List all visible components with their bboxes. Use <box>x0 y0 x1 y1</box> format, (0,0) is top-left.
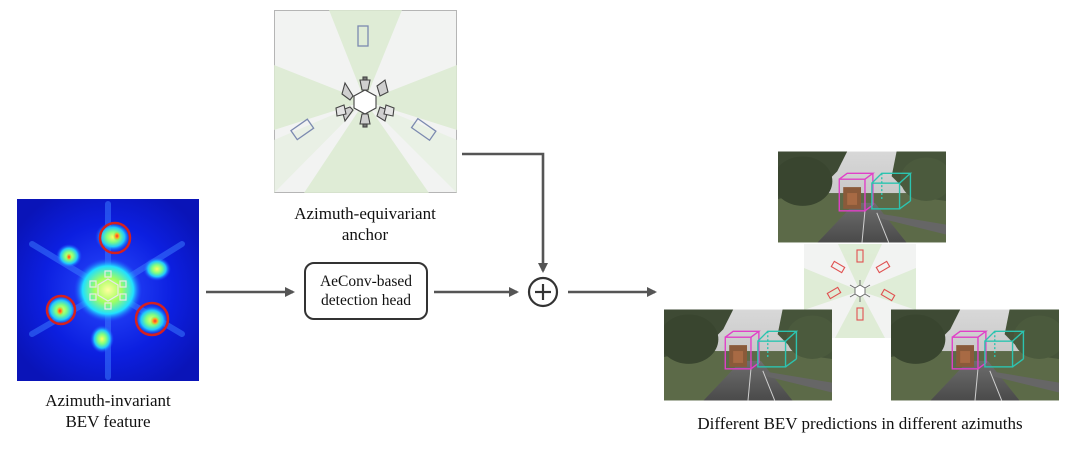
prediction-image-bottom-right <box>891 308 1059 402</box>
anchor-box-left <box>290 118 315 141</box>
predictions-caption: Different BEV predictions in different a… <box>697 414 1023 433</box>
anchor-box-top <box>357 25 369 47</box>
prediction-image-bottom-left <box>664 308 832 402</box>
bev-feature-heatmap <box>17 199 199 381</box>
anchor-box-right <box>410 117 437 142</box>
arrow-anchor-to-combine <box>462 152 548 273</box>
bev-feature-caption: Azimuth-invariant BEV feature <box>45 391 171 431</box>
anchor-diagram <box>274 10 457 193</box>
highlight-circle-left <box>45 294 77 326</box>
highlight-circle-top <box>98 221 132 255</box>
anchor-caption: Azimuth-equivariant anchor <box>294 204 436 244</box>
detection-head-label-2: detection head <box>321 292 411 309</box>
detection-head-label-1: AeConv-based <box>319 273 413 290</box>
combine-operator <box>527 276 559 308</box>
ego-vehicle-sensors <box>335 76 395 128</box>
prediction-composite <box>664 150 1059 402</box>
prediction-image-top <box>778 150 946 244</box>
detection-head-box: AeConv-based detection head <box>304 262 428 320</box>
highlight-circle-right <box>134 301 170 337</box>
